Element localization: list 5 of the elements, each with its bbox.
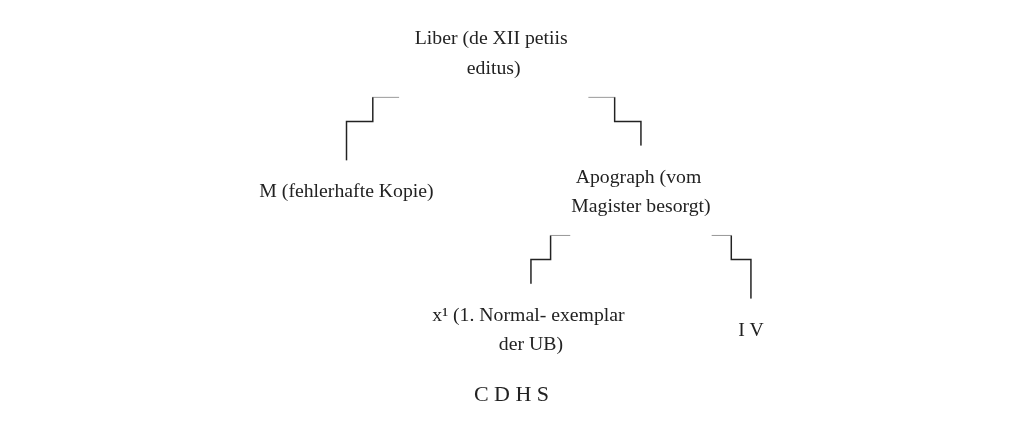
manuscript-sigla: C D H S (473, 381, 550, 408)
node-text: Apograph (vom Magister besorgt) (571, 164, 711, 217)
node-text: x¹ (1. Normal- exemplar der UB) (432, 303, 625, 355)
node-text: M (fehlerhafte Kopie) (259, 179, 434, 202)
node-text: I V (738, 317, 764, 340)
